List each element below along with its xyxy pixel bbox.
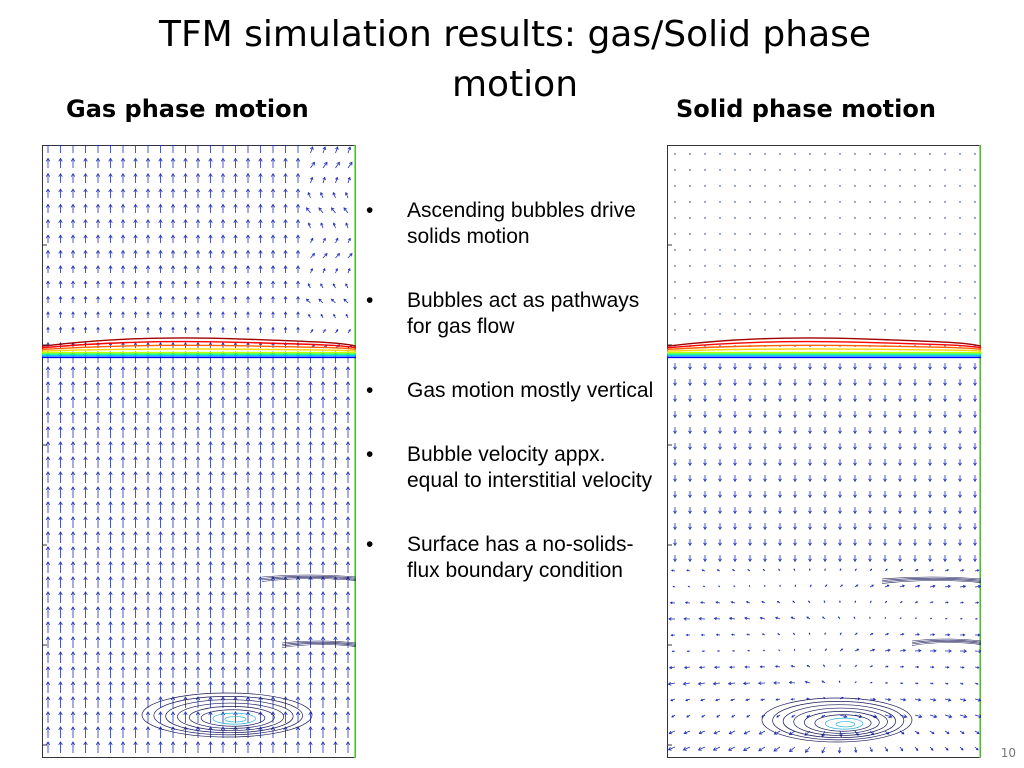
bullet-item: Gas motion mostly vertical: [366, 378, 656, 404]
gas-vectors: [45, 145, 353, 753]
bullet-list: Ascending bubbles drive solids motion Bu…: [366, 198, 656, 622]
solid-streak-lower: [911, 638, 981, 646]
gas-frame: [42, 145, 356, 758]
bullet-item: Bubble velocity appx. equal to interstit…: [366, 442, 656, 494]
solid-phase-vector-field: [667, 145, 981, 758]
solid-phase-vector-plot: [667, 145, 981, 758]
gas-surface-contours: [42, 337, 356, 359]
solid-streak-upper: [881, 576, 981, 584]
bullet-item: Bubbles act as pathways for gas flow: [366, 288, 656, 340]
solid-surface-contours: [667, 337, 981, 359]
solid-frame: [667, 145, 981, 758]
bullet-item: Ascending bubbles drive solids motion: [366, 198, 656, 250]
slide-title: TFM simulation results: gas/Solid phase …: [158, 14, 872, 105]
gas-phase-vector-field: [42, 145, 356, 758]
gas-streak-lower: [281, 640, 356, 648]
gas-phase-vector-plot: [42, 145, 356, 758]
page-number: 10: [1000, 746, 1016, 760]
bullet-item: Surface has a no-solids-flux boundary co…: [366, 532, 656, 584]
solid-phase-title: Solid phase motion: [676, 95, 936, 123]
gas-bubble-contour: [141, 692, 313, 738]
solid-bubble-contour: [761, 697, 913, 743]
gas-streak-upper: [261, 574, 356, 582]
gas-phase-title: Gas phase motion: [66, 95, 309, 123]
